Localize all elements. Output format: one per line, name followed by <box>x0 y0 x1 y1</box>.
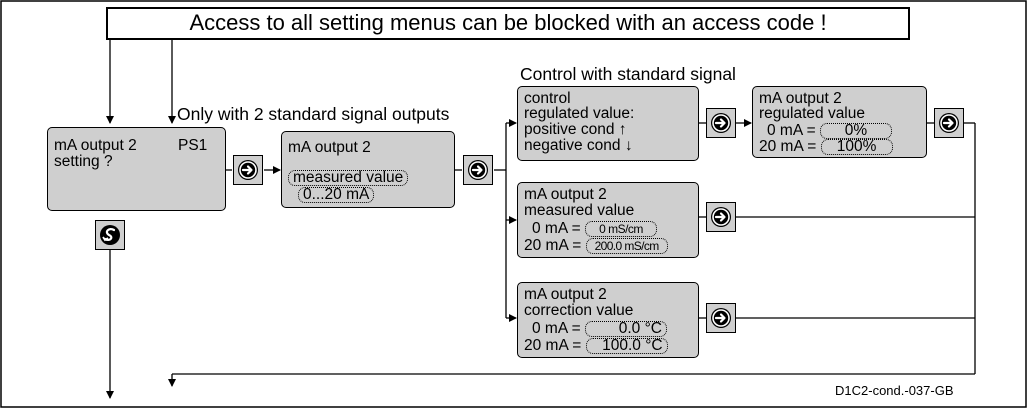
note-control-standard-signal: Control with standard signal <box>520 64 736 84</box>
correction-row1-label: 0 mA = <box>532 320 581 337</box>
regulated-subtitle: regulated value <box>759 105 865 122</box>
regulated-row1-label: 0 mA = <box>767 122 816 139</box>
setting-title: mA output 2 <box>54 137 137 154</box>
enter-button-setting[interactable] <box>233 155 263 185</box>
enter-arrow-icon <box>711 207 731 227</box>
measured-title: mA output 2 <box>524 186 607 203</box>
correction-title: mA output 2 <box>524 286 607 303</box>
measured-row1-label: 0 mA = <box>532 220 581 237</box>
main-field1-wrap: measured value <box>288 170 409 186</box>
return-button[interactable] <box>95 220 125 250</box>
regulated-row2-value[interactable]: 100% <box>820 139 893 155</box>
enter-button-correction[interactable] <box>706 303 736 333</box>
measured-row1: 0 mA = 0 mS/cm <box>532 221 657 237</box>
figure-code: D1C2-cond.-037-GB <box>835 383 954 398</box>
control-box: control regulated value: positive cond ↑… <box>517 86 699 161</box>
measured-value-box: mA output 2 measured value 0 mA = 0 mS/c… <box>517 182 699 258</box>
return-s-icon <box>100 225 120 245</box>
measured-subtitle: measured value <box>524 202 635 219</box>
enter-button-measured[interactable] <box>706 202 736 232</box>
control-line3: positive cond ↑ <box>524 121 627 138</box>
measured-row2-value[interactable]: 200.0 mS/cm <box>585 238 668 254</box>
setting-ps1: PS1 <box>178 137 208 154</box>
correction-subtitle: correction value <box>524 302 634 319</box>
control-line1: control <box>524 90 571 107</box>
enter-arrow-icon <box>939 113 959 133</box>
range-field[interactable]: 0...20 mA <box>298 187 375 203</box>
mA-output-2-setting-box: mA output 2 PS1 setting ? <box>47 127 226 211</box>
control-line4: negative cond ↓ <box>524 137 633 154</box>
regulated-row1: 0 mA = 0% <box>767 123 892 139</box>
correction-value-box: mA output 2 correction value 0 mA = 0.0 … <box>517 282 699 358</box>
enter-button-regulated[interactable] <box>934 108 964 138</box>
measured-row2: 20 mA = 200.0 mS/cm <box>524 238 668 254</box>
access-code-banner: Access to all setting menus can be block… <box>106 7 910 40</box>
setting-question: setting ? <box>54 153 113 170</box>
regulated-title: mA output 2 <box>759 90 842 107</box>
correction-row1: 0 mA = 0.0 °C <box>532 321 667 337</box>
measured-row2-label: 20 mA = <box>524 237 582 254</box>
enter-button-main[interactable] <box>463 155 493 185</box>
main-field2-wrap: 0...20 mA <box>298 187 375 203</box>
correction-row1-value[interactable]: 0.0 °C <box>585 321 667 337</box>
correction-row2-value[interactable]: 100.0 °C <box>585 338 668 354</box>
regulated-row1-value[interactable]: 0% <box>820 123 892 139</box>
regulated-row2: 20 mA = 100% <box>759 139 893 155</box>
enter-arrow-icon <box>711 308 731 328</box>
regulated-value-box: mA output 2 regulated value 0 mA = 0% 20… <box>752 86 927 158</box>
mA-output-2-box: mA output 2 measured value 0...20 mA <box>281 131 455 208</box>
control-line2: regulated value: <box>524 105 635 122</box>
enter-button-control[interactable] <box>706 108 736 138</box>
main-title: mA output 2 <box>288 139 371 156</box>
correction-row2: 20 mA = 100.0 °C <box>524 338 668 354</box>
measured-row1-value[interactable]: 0 mS/cm <box>585 221 657 237</box>
enter-arrow-icon <box>238 160 258 180</box>
regulated-row2-label: 20 mA = <box>759 138 817 155</box>
note-standard-signal-outputs: Only with 2 standard signal outputs <box>177 104 450 124</box>
correction-row2-label: 20 mA = <box>524 337 582 354</box>
enter-arrow-icon <box>711 113 731 133</box>
measured-value-field[interactable]: measured value <box>288 170 409 186</box>
enter-arrow-icon <box>468 160 488 180</box>
